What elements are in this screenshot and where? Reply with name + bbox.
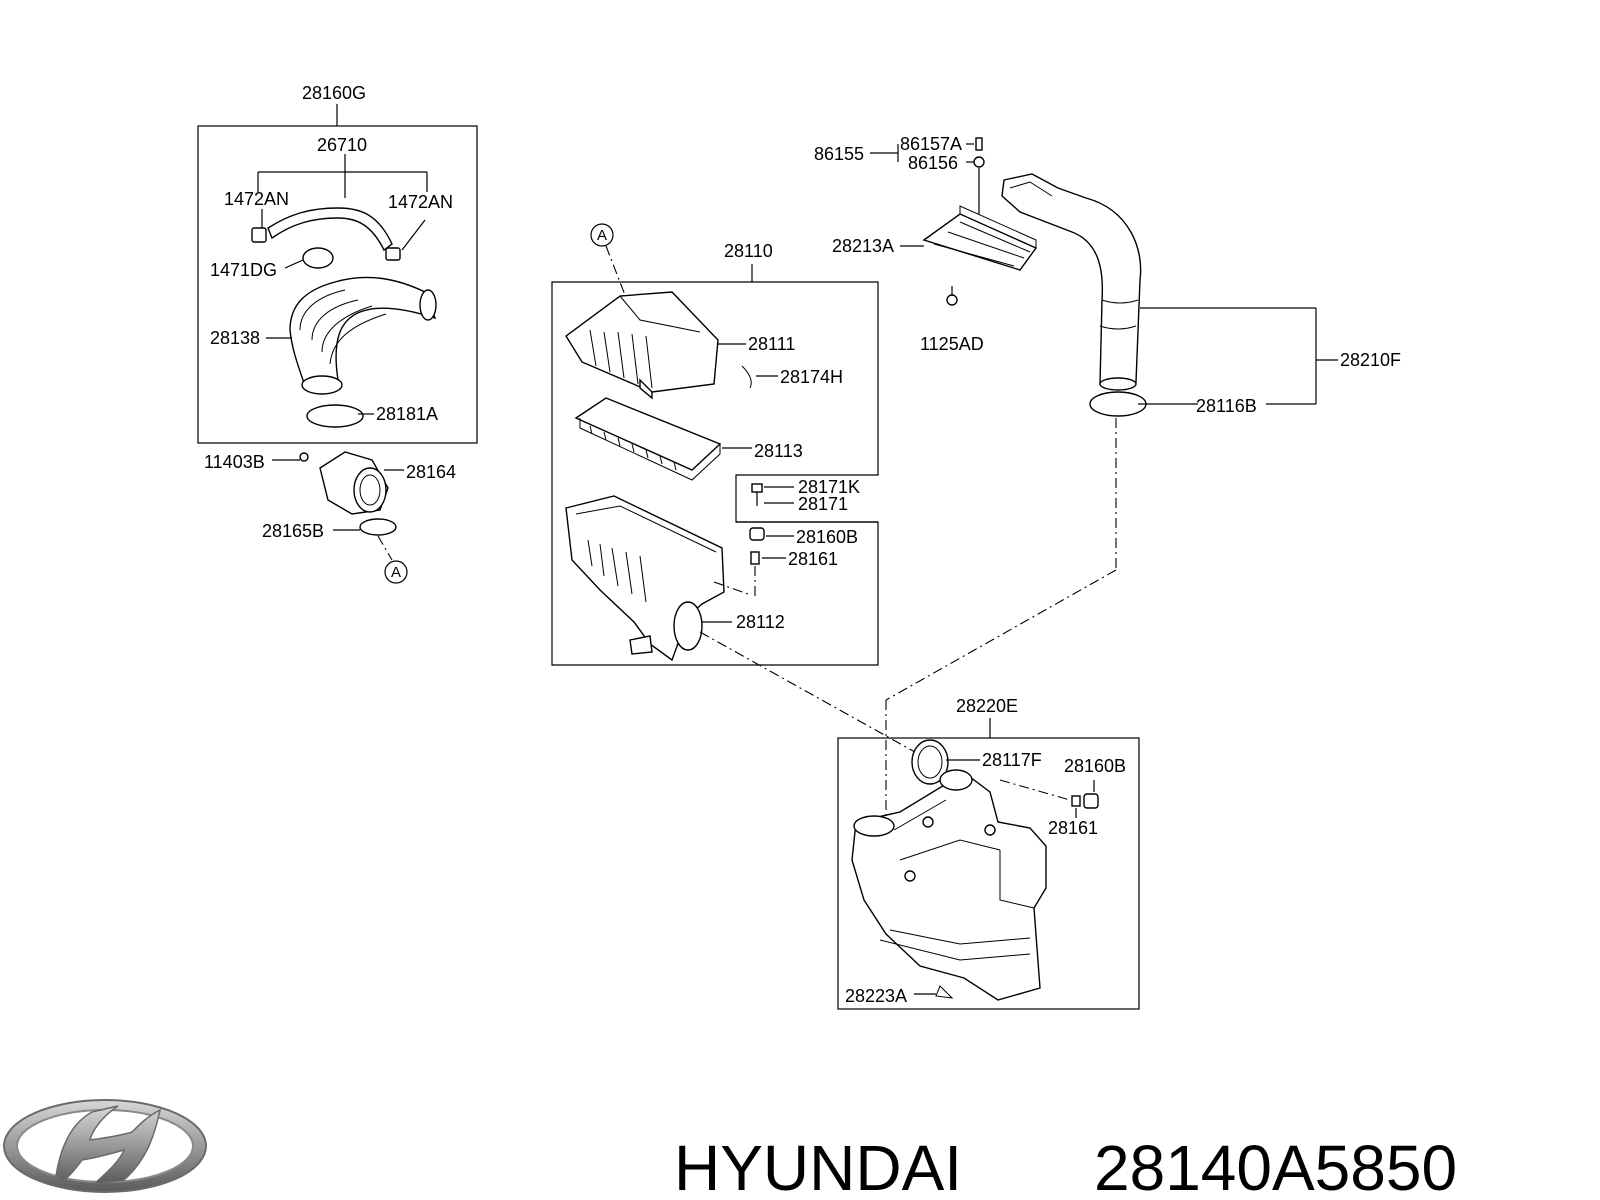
label-28160B-bottom: 28160B	[1064, 756, 1126, 776]
gasket-28165B-icon	[359, 518, 397, 536]
intake-hose-28138	[289, 276, 437, 395]
brand-name: HYUNDAI	[674, 1132, 962, 1200]
label-28171: 28171	[798, 494, 848, 514]
group-box-28220E	[837, 737, 1140, 1010]
bolt-1125AD-icon	[946, 294, 958, 306]
breather-hose	[267, 207, 393, 252]
clip-28223A-icon	[935, 985, 954, 999]
label-11403B: 11403B	[204, 452, 265, 472]
label-28213A: 28213A	[832, 236, 894, 256]
intake-hose-group	[197, 104, 478, 584]
part-labels: 28160G 26710 1472AN 1472AN 1471DG 28138 …	[204, 83, 1401, 1006]
filter-element-28113	[574, 397, 722, 481]
label-1125AD: 1125AD	[920, 334, 984, 354]
air-flow-sensor-28164	[319, 451, 389, 515]
screw-11403B-icon	[299, 452, 309, 462]
label-28164: 28164	[406, 462, 456, 482]
ref-a-top: A	[597, 227, 607, 244]
bolt-28171K	[751, 483, 763, 506]
label-28174H: 28174H	[780, 367, 843, 387]
label-28161-bottom: 28161	[1048, 818, 1098, 838]
grommet-28160B-top-icon	[749, 527, 765, 541]
clip-28174H-icon	[741, 365, 752, 389]
air-cleaner-group	[551, 223, 879, 666]
intake-duct-28210F	[1001, 173, 1142, 391]
label-1472AN-left: 1472AN	[224, 189, 289, 209]
label-28165B: 28165B	[262, 521, 324, 541]
label-28112: 28112	[736, 612, 785, 632]
ref-a-bottom: A	[391, 564, 401, 581]
collar-28161-top-icon	[750, 551, 760, 565]
clamp-28181A-icon	[306, 404, 364, 428]
part-number: 28140A5850	[1094, 1132, 1457, 1200]
label-28117F: 28117F	[982, 750, 1042, 770]
resonator-group	[699, 631, 1140, 1010]
label-28138: 28138	[210, 328, 260, 348]
label-86156: 86156	[908, 153, 958, 173]
ring-28116B-icon	[1089, 391, 1147, 417]
label-28113: 28113	[754, 441, 803, 461]
label-28220E: 28220E	[956, 696, 1018, 716]
label-28110: 28110	[724, 241, 773, 261]
label-1471DG: 1471DG	[210, 260, 277, 280]
label-28111: 28111	[748, 334, 795, 354]
resonator-28220E	[851, 769, 1047, 1001]
hose-clip-right-icon	[385, 247, 401, 261]
label-28210F: 28210F	[1340, 350, 1401, 370]
hyundai-logo-icon	[3, 1099, 207, 1193]
label-28181A: 28181A	[376, 404, 438, 424]
label-86157A: 86157A	[900, 134, 962, 154]
bolt-86157A-icon	[975, 137, 983, 151]
reference-a-bottom-marker	[384, 560, 408, 584]
label-28171K: 28171K	[798, 477, 860, 497]
label-1472AN-right: 1472AN	[388, 192, 453, 212]
hose-clip-left-icon	[251, 227, 267, 243]
label-28223A: 28223A	[845, 986, 907, 1006]
label-86155: 86155	[814, 144, 864, 164]
intake-duct-group	[870, 137, 1338, 850]
group-box-28110	[551, 281, 879, 666]
nut-86156-icon	[973, 156, 985, 168]
label-28160B-top: 28160B	[796, 527, 858, 547]
label-28160G: 28160G	[302, 83, 366, 103]
clamp-1471DG-icon	[302, 247, 334, 269]
collar-28161-bottom-icon	[1071, 795, 1081, 807]
reference-a-top-marker	[590, 223, 614, 247]
air-cleaner-body-28112	[565, 495, 725, 662]
grommet-28160B-bottom-icon	[1083, 793, 1099, 809]
label-28161-top: 28161	[788, 549, 838, 569]
label-26710: 26710	[317, 135, 367, 155]
duct-bracket-28213A	[922, 205, 1038, 271]
label-28116B: 28116B	[1196, 396, 1257, 416]
air-cleaner-cover-28111	[565, 291, 719, 400]
